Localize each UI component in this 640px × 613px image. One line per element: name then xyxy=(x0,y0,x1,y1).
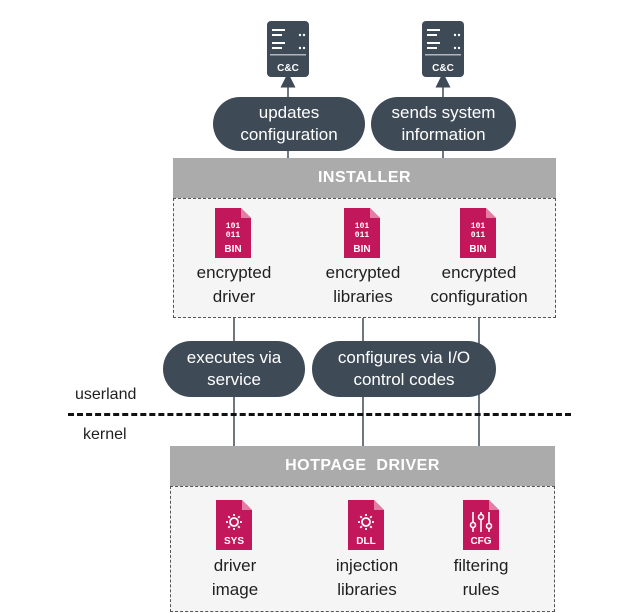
svg-text:011: 011 xyxy=(471,231,486,240)
encrypted-libraries-label: encrypted libraries xyxy=(325,263,401,306)
svg-text:BIN: BIN xyxy=(224,244,241,255)
sys-file-icon: SYS xyxy=(214,498,254,552)
svg-text:101: 101 xyxy=(226,222,241,231)
bin-file-icon: 101 011 BIN xyxy=(458,206,498,260)
kernel-label: kernel xyxy=(83,426,127,443)
cc-server-icon: C&C xyxy=(421,20,465,78)
svg-text:SYS: SYS xyxy=(224,536,244,547)
svg-text:BIN: BIN xyxy=(469,244,486,255)
injection-libraries-label: injection libraries xyxy=(335,556,399,599)
sliders-icon xyxy=(469,512,493,532)
installer-title: INSTALLER xyxy=(317,169,412,186)
cc-label: C&C xyxy=(432,63,454,74)
gear-icon xyxy=(226,514,242,530)
bin-file-icon: 101 011 BIN xyxy=(213,206,253,260)
filtering-rules-label: filtering rules xyxy=(453,556,509,599)
executes-via-service-pill: executes via service xyxy=(163,341,305,397)
configures-via-io-pill: configures via I/O control codes xyxy=(312,341,496,397)
svg-text:011: 011 xyxy=(226,231,241,240)
encrypted-driver-label: encrypted driver xyxy=(196,263,272,306)
driver-image-label: driver image xyxy=(211,556,259,599)
installer-bar: INSTALLER xyxy=(173,158,556,198)
svg-text:CFG: CFG xyxy=(470,536,491,547)
svg-text:DLL: DLL xyxy=(356,536,375,547)
gear-icon xyxy=(358,514,374,530)
bin-file-icon: 101 011 BIN xyxy=(342,206,382,260)
userland-label: userland xyxy=(75,386,137,403)
cfg-file-icon: CFG xyxy=(461,498,501,552)
cc-label: C&C xyxy=(277,63,299,74)
cc-server-icon: C&C xyxy=(266,20,310,78)
driver-title: HOTPAGE DRIVER xyxy=(285,457,440,474)
svg-text:BIN: BIN xyxy=(353,244,370,255)
driver-bar: HOTPAGE DRIVER xyxy=(170,446,555,486)
svg-text:101: 101 xyxy=(471,222,486,231)
sends-system-information-pill: sends system information xyxy=(371,97,516,151)
encrypted-configuration-label: encrypted configuration xyxy=(430,263,528,306)
updates-configuration-pill: updates configuration xyxy=(213,97,365,151)
svg-text:101: 101 xyxy=(355,222,370,231)
dll-file-icon: DLL xyxy=(346,498,386,552)
svg-text:011: 011 xyxy=(355,231,370,240)
userland-kernel-divider xyxy=(68,413,571,416)
